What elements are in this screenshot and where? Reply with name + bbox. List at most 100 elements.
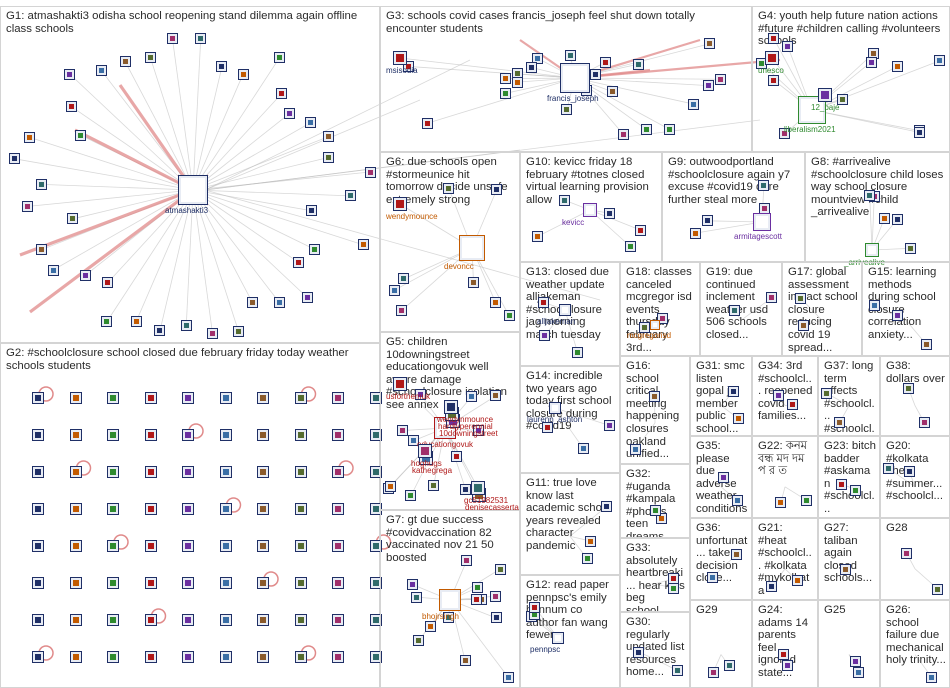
isolate-node[interactable]: [107, 392, 119, 404]
isolate-node[interactable]: [219, 466, 232, 478]
vertex-node[interactable]: [791, 575, 803, 587]
isolate-node[interactable]: [219, 392, 232, 404]
isolate-node[interactable]: [369, 651, 382, 663]
vertex-node[interactable]: [130, 316, 142, 328]
vertex-node[interactable]: [47, 264, 59, 276]
vertex-node[interactable]: [531, 52, 543, 64]
vertex-node[interactable]: [892, 310, 904, 322]
isolate-node[interactable]: [257, 577, 269, 589]
vertex-node[interactable]: [891, 213, 903, 225]
vertex-node[interactable]: [395, 305, 407, 317]
isolate-node[interactable]: [332, 577, 344, 589]
isolate-node[interactable]: [144, 466, 157, 478]
isolate-node[interactable]: [257, 614, 269, 626]
vertex-node[interactable]: [781, 659, 793, 671]
vertex-node[interactable]: [633, 646, 645, 658]
vertex-node[interactable]: [411, 591, 423, 603]
vertex-node[interactable]: [472, 582, 484, 594]
vertex-node[interactable]: [852, 667, 864, 679]
vertex-node[interactable]: [406, 578, 418, 590]
hub-node[interactable]: [583, 203, 597, 217]
isolate-node[interactable]: [332, 614, 344, 626]
isolate-node[interactable]: [369, 466, 382, 478]
isolate-node[interactable]: [257, 503, 269, 515]
vertex-node[interactable]: [701, 215, 713, 227]
isolate-node[interactable]: [32, 392, 44, 404]
vertex-node[interactable]: [403, 60, 415, 72]
vertex-node[interactable]: [237, 68, 249, 80]
isolate-node[interactable]: [32, 614, 44, 626]
vertex-node[interactable]: [604, 207, 616, 219]
vertex-node[interactable]: [396, 425, 408, 437]
labeled-node[interactable]: [471, 481, 485, 495]
vertex-node[interactable]: [773, 389, 785, 401]
isolate-node[interactable]: [182, 651, 194, 663]
vertex-node[interactable]: [639, 322, 651, 334]
isolate-node[interactable]: [69, 651, 82, 663]
vertex-node[interactable]: [304, 117, 316, 129]
vertex-node[interactable]: [731, 549, 743, 561]
labeled-node[interactable]: [393, 377, 407, 391]
vertex-node[interactable]: [640, 123, 652, 135]
isolate-node[interactable]: [369, 540, 382, 552]
hub-node[interactable]: [178, 175, 208, 205]
vertex-node[interactable]: [601, 501, 613, 512]
vertex-node[interactable]: [154, 325, 166, 337]
vertex-node[interactable]: [398, 273, 410, 285]
isolate-node[interactable]: [107, 614, 119, 626]
vertex-node[interactable]: [526, 61, 538, 73]
isolate-node[interactable]: [182, 503, 194, 515]
vertex-node[interactable]: [584, 535, 596, 547]
isolate-node[interactable]: [144, 429, 157, 441]
isolate-node[interactable]: [182, 577, 194, 589]
isolate-node[interactable]: [332, 540, 344, 552]
isolate-node[interactable]: [369, 614, 382, 626]
vertex-node[interactable]: [921, 339, 933, 351]
vertex-node[interactable]: [797, 319, 809, 331]
isolate-node[interactable]: [182, 466, 194, 478]
vertex-node[interactable]: [836, 94, 848, 106]
isolate-node[interactable]: [32, 503, 44, 515]
vertex-node[interactable]: [357, 239, 369, 251]
vertex-node[interactable]: [531, 231, 543, 243]
vertex-node[interactable]: [849, 485, 861, 497]
vertex-node[interactable]: [499, 73, 511, 85]
vertex-node[interactable]: [765, 581, 777, 593]
vertex-node[interactable]: [425, 621, 437, 633]
vertex-node[interactable]: [648, 390, 660, 402]
hub-node[interactable]: [650, 320, 660, 330]
isolate-node[interactable]: [144, 503, 157, 515]
vertex-node[interactable]: [472, 425, 484, 437]
vertex-node[interactable]: [633, 58, 645, 70]
vertex-node[interactable]: [891, 61, 903, 73]
isolate-node[interactable]: [369, 429, 382, 441]
labeled-node[interactable]: [393, 197, 407, 211]
vertex-node[interactable]: [775, 496, 787, 508]
vertex-node[interactable]: [470, 593, 482, 605]
vertex-node[interactable]: [624, 240, 636, 252]
vertex-node[interactable]: [882, 462, 894, 474]
vertex-node[interactable]: [500, 87, 512, 99]
vertex-node[interactable]: [800, 494, 812, 506]
vertex-node[interactable]: [542, 422, 554, 434]
labeled-node[interactable]: [418, 444, 432, 458]
vertex-node[interactable]: [64, 68, 76, 80]
vertex-node[interactable]: [558, 194, 570, 206]
vertex-node[interactable]: [732, 412, 744, 424]
vertex-node[interactable]: [412, 635, 424, 647]
vertex-node[interactable]: [467, 277, 479, 289]
vertex-node[interactable]: [768, 32, 780, 44]
vertex-node[interactable]: [561, 104, 573, 116]
vertex-node[interactable]: [650, 504, 662, 516]
vertex-node[interactable]: [707, 667, 719, 679]
vertex-node[interactable]: [718, 471, 730, 483]
vertex-node[interactable]: [461, 554, 473, 566]
vertex-node[interactable]: [293, 256, 305, 268]
isolate-node[interactable]: [69, 577, 82, 589]
vertex-node[interactable]: [35, 244, 47, 256]
vertex-node[interactable]: [901, 547, 913, 559]
isolate-node[interactable]: [69, 614, 82, 626]
vertex-node[interactable]: [787, 398, 799, 410]
vertex-node[interactable]: [913, 126, 925, 138]
isolate-node[interactable]: [369, 577, 382, 589]
